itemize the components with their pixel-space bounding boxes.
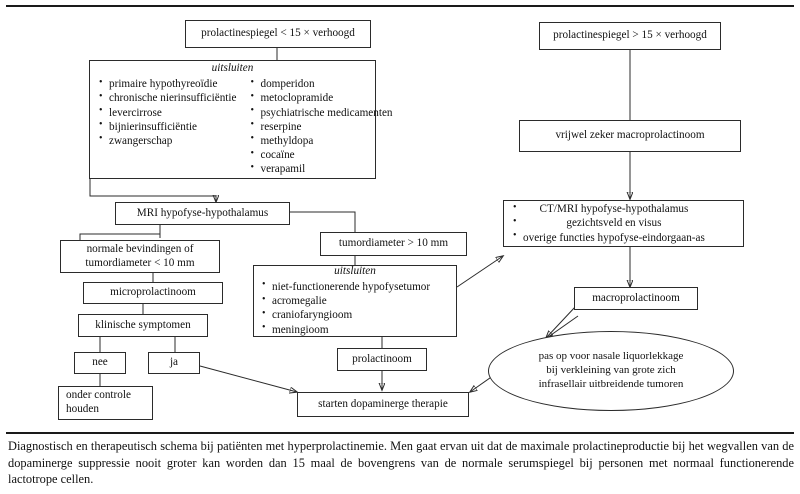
list-item: zwangerschap	[99, 133, 236, 148]
list-item: niet-functionerende hypofysetumor	[262, 279, 430, 294]
node-almost-certain-label: vrijwel zeker macroprolactinoom	[555, 129, 705, 142]
node-macroprolactinoma[interactable]: macroprolactinoom	[574, 287, 698, 310]
node-macroprolactinoma-label: macroprolactinoom	[592, 291, 680, 304]
node-prolactinoma[interactable]: prolactinoom	[337, 348, 427, 371]
node-normal-findings[interactable]: normale bevindingen of tumordiameter < 1…	[60, 240, 220, 273]
list-item: cocaïne	[250, 148, 392, 162]
node-microprolactinoma[interactable]: microprolactinoom	[83, 282, 223, 304]
wire-exclude2-to-workup	[456, 256, 503, 288]
node-clinical-symptoms[interactable]: klinische symptomen	[78, 314, 208, 337]
exclude-causes-columns: primaire hypothyreoïdie chronische nieri…	[99, 77, 393, 177]
list-item: bijnierinsufficiëntie	[99, 119, 236, 134]
node-prolactin-low[interactable]: prolactinespiegel < 15 × verhoogd	[185, 20, 371, 48]
caption-divider-rule	[6, 432, 794, 434]
node-tumor-diameter-label: tumordiameter > 10 mm	[338, 237, 449, 250]
node-exclude-causes-title: uitsluiten	[211, 62, 254, 75]
node-almost-certain-macroprolactinoma[interactable]: vrijwel zeker macroprolactinoom	[519, 120, 741, 152]
list-item: metoclopramide	[250, 91, 392, 105]
node-warning-csf-leak[interactable]: pas op voor nasale liquorlekkage bij ver…	[488, 331, 734, 411]
exclude-causes-list-left: primaire hypothyreoïdie chronische nieri…	[99, 77, 236, 177]
node-prolactinoma-label: prolactinoom	[352, 352, 412, 365]
node-mri-pituitary[interactable]: MRI hypofyse-hypothalamus	[115, 202, 290, 225]
node-exclude-tumor-types[interactable]: uitsluiten niet-functionerende hypofyset…	[253, 265, 457, 337]
node-exclude-causes[interactable]: uitsluiten primaire hypothyreoïdie chron…	[89, 60, 393, 179]
wire-mri-to-tumordiameter	[290, 211, 356, 232]
node-keep-under-control-label: onder controle houden	[66, 389, 131, 415]
node-mri-label: MRI hypofyse-hypothalamus	[136, 206, 269, 219]
list-item: overige functies hypofyse-eindorgaan-as	[513, 230, 705, 245]
node-exclude-tumor-types-title: uitsluiten	[334, 265, 376, 278]
node-start-dopaminergic-therapy[interactable]: starten dopaminerge therapie	[297, 392, 469, 417]
node-warning-label: pas op voor nasale liquorlekkage bij ver…	[538, 350, 684, 390]
wire-exclude-to-mri	[89, 179, 216, 202]
list-item: gezichtsveld en visus	[513, 216, 705, 230]
list-item: acromegalie	[262, 294, 430, 308]
node-prolactin-high[interactable]: prolactinespiegel > 15 × verhoogd	[539, 22, 721, 50]
list-item: chronische nierinsufficiëntie	[99, 91, 236, 105]
list-item: CT/MRI hypofyse-hypothalamus	[513, 202, 705, 216]
exclude-tumor-types-list: niet-functionerende hypofysetumor acrome…	[262, 279, 430, 337]
list-item: reserpine	[250, 119, 392, 134]
node-prolactin-high-label: prolactinespiegel > 15 × verhoogd	[553, 29, 707, 42]
list-item: primaire hypothyreoïdie	[99, 77, 236, 91]
list-item: psychiatrische medicamenten	[250, 105, 392, 120]
node-keep-under-control[interactable]: onder controle houden	[58, 386, 153, 420]
node-microprolactinoma-label: microprolactinoom	[110, 286, 196, 299]
node-answer-yes[interactable]: ja	[148, 352, 200, 374]
node-start-therapy-label: starten dopaminerge therapie	[318, 397, 448, 410]
list-item: methyldopa	[250, 133, 392, 148]
node-answer-no[interactable]: nee	[74, 352, 126, 374]
node-workup-macro[interactable]: CT/MRI hypofyse-hypothalamus gezichtsvel…	[503, 200, 744, 247]
figure-caption: Diagnostisch en therapeutisch schema bij…	[8, 439, 794, 487]
list-item: meningioom	[262, 322, 430, 337]
list-item: craniofaryngioom	[262, 308, 430, 322]
wire-mri-to-normal	[79, 224, 161, 240]
list-item: levercirrose	[99, 105, 236, 120]
node-tumor-diameter[interactable]: tumordiameter > 10 mm	[320, 232, 467, 256]
node-prolactin-low-label: prolactinespiegel < 15 × verhoogd	[201, 27, 355, 40]
node-normal-findings-label: normale bevindingen of tumordiameter < 1…	[85, 242, 195, 269]
node-answer-yes-label: ja	[169, 356, 179, 369]
node-clinical-symptoms-label: klinische symptomen	[95, 318, 191, 331]
exclude-causes-list-right: domperidon metoclopramide psychiatrische…	[250, 77, 392, 177]
list-item: verapamil	[250, 162, 392, 176]
top-divider-rule	[6, 5, 794, 7]
list-item: domperidon	[250, 77, 392, 91]
node-answer-no-label: nee	[92, 356, 108, 369]
workup-list: CT/MRI hypofyse-hypothalamus gezichtsvel…	[513, 202, 705, 245]
wire-ja-to-therapy	[199, 365, 297, 392]
